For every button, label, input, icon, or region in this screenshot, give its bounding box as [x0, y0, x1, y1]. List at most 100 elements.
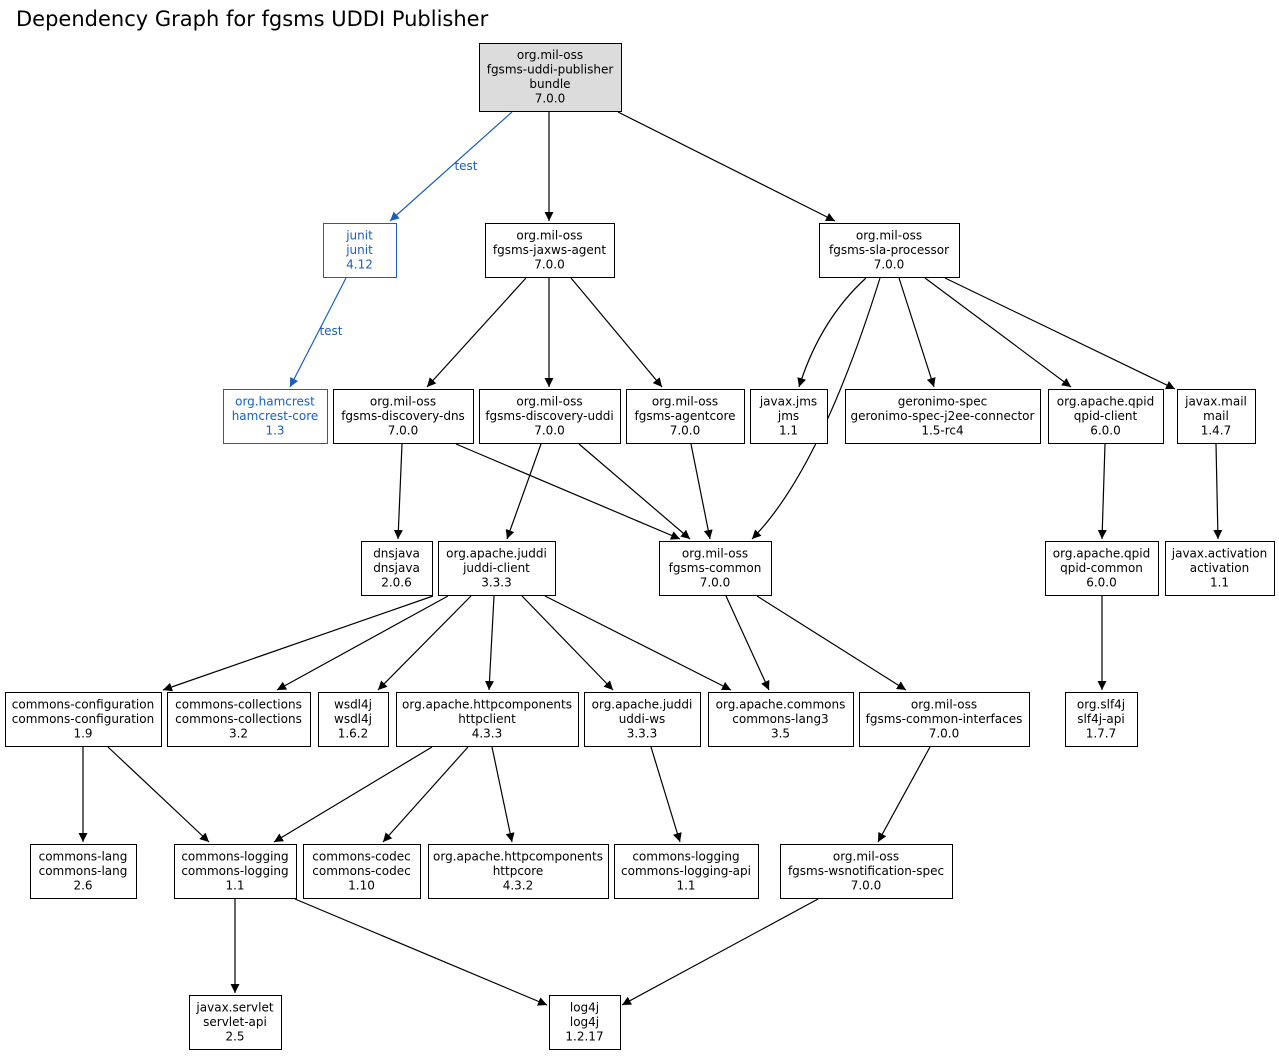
node-box-hamcrest	[223, 389, 328, 444]
node-label-qpidclient-2: 6.0.0	[1090, 423, 1121, 437]
edge-mail-activation	[1213, 443, 1223, 540]
node-label-wsdl4j-1: wsdl4j	[334, 712, 372, 726]
edge-juddiclient-lang3	[544, 595, 732, 691]
edge-httpclient-clog	[273, 746, 433, 843]
node-label-cconfig-0: commons-configuration	[12, 697, 154, 711]
node-label-cconfig-1: commons-configuration	[12, 712, 154, 726]
node-label-discdns-2: 7.0.0	[388, 423, 419, 437]
node-box-root	[479, 43, 622, 112]
node-label-qpidclient-0: org.apache.qpid	[1057, 394, 1154, 408]
node-box-qpidcommon	[1045, 541, 1159, 596]
node-label-clog-1: commons-logging	[181, 864, 288, 878]
node-box-clog	[174, 844, 297, 899]
node-label-cconfig-2: 1.9	[73, 726, 92, 740]
edge-common-lang3	[725, 595, 770, 691]
edge-label-root-junit: test	[454, 159, 477, 173]
node-label-dnsjava-0: dnsjava	[373, 546, 420, 560]
node-cconfig: commons-configurationcommons-configurati…	[5, 692, 162, 747]
node-label-junit-1: junit	[345, 243, 373, 257]
edge-sla-jms	[797, 277, 867, 388]
node-label-jaxws-0: org.mil-oss	[516, 228, 582, 242]
node-label-servlet-1: servlet-api	[203, 1015, 267, 1029]
node-label-wsdl4j-2: 1.6.2	[338, 726, 369, 740]
node-label-activation-0: javax.activation	[1171, 546, 1268, 560]
node-label-juddiclient-0: org.apache.juddi	[446, 546, 547, 560]
node-label-wsnotif-0: org.mil-oss	[833, 849, 899, 863]
edge-uddiws-clogapi	[650, 746, 682, 843]
edge-sla-mail	[944, 277, 1176, 390]
edge-discuddi-juddiclient	[505, 443, 542, 540]
node-label-junit-2: 4.12	[346, 257, 373, 271]
edge-discuddi-common	[578, 443, 691, 540]
node-box-uddiws	[584, 692, 701, 747]
edge-root-junit	[389, 111, 513, 222]
node-label-activation-1: activation	[1190, 561, 1249, 575]
node-label-ccoll-1: commons-collections	[175, 712, 302, 726]
edge-juddiclient-httpclient	[484, 595, 495, 691]
node-label-discdns-1: fgsms-discovery-dns	[341, 409, 465, 423]
node-label-root-0: org.mil-oss	[517, 48, 583, 62]
node-box-cifaces	[859, 692, 1030, 747]
node-label-slf4j-0: org.slf4j	[1077, 697, 1125, 711]
node-label-qpidcommon-2: 6.0.0	[1086, 575, 1117, 589]
node-box-sla	[819, 223, 960, 278]
edge-cconfig-clog	[107, 746, 210, 843]
node-label-httpclient-2: 4.3.3	[472, 726, 503, 740]
node-box-jms	[750, 389, 828, 444]
node-box-qpidclient	[1048, 389, 1164, 444]
node-label-sla-2: 7.0.0	[874, 257, 905, 271]
node-label-clang-0: commons-lang	[39, 849, 128, 863]
node-label-jaxws-2: 7.0.0	[534, 257, 565, 271]
node-label-discuddi-0: org.mil-oss	[516, 394, 582, 408]
node-label-discuddi-2: 7.0.0	[534, 423, 565, 437]
node-label-httpclient-0: org.apache.httpcomponents	[402, 697, 572, 711]
node-box-discdns	[333, 389, 474, 444]
node-label-common-1: fgsms-common	[669, 561, 762, 575]
node-label-geronimo-0: geronimo-spec	[898, 394, 987, 408]
node-label-discdns-0: org.mil-oss	[370, 394, 436, 408]
edge-common-cifaces	[756, 595, 907, 691]
node-label-wsnotif-2: 7.0.0	[851, 878, 882, 892]
node-label-hamcrest-1: hamcrest-core	[232, 409, 319, 423]
node-label-juddiclient-1: juddi-client	[462, 561, 530, 575]
node-label-qpidclient-1: qpid-client	[1074, 409, 1138, 423]
node-box-httpclient	[396, 692, 579, 747]
edge-juddiclient-uddiws	[521, 595, 614, 691]
node-label-cifaces-0: org.mil-oss	[911, 697, 977, 711]
node-label-hamcrest-0: org.hamcrest	[235, 394, 315, 408]
node-box-servlet	[189, 995, 282, 1050]
node-label-cifaces-1: fgsms-common-interfaces	[866, 712, 1023, 726]
node-label-mail-0: javax.mail	[1184, 394, 1247, 408]
node-label-clang-2: 2.6	[73, 878, 92, 892]
edge-wsnotif-log4j	[621, 898, 819, 1006]
edge-root-sla	[617, 111, 836, 222]
node-box-ccoll	[167, 692, 311, 747]
node-label-uddiws-0: org.apache.juddi	[592, 697, 693, 711]
node-label-codec-2: 1.10	[348, 878, 375, 892]
node-label-codec-1: commons-codec	[312, 864, 410, 878]
edge-juddiclient-cconfig	[162, 595, 434, 692]
node-label-ccoll-0: commons-collections	[175, 697, 302, 711]
node-label-servlet-0: javax.servlet	[195, 1000, 273, 1014]
node-label-geronimo-1: geronimo-spec-j2ee-connector	[851, 409, 1035, 423]
node-label-hamcrest-2: 1.3	[265, 423, 284, 437]
node-label-httpcore-2: 4.3.2	[503, 878, 534, 892]
